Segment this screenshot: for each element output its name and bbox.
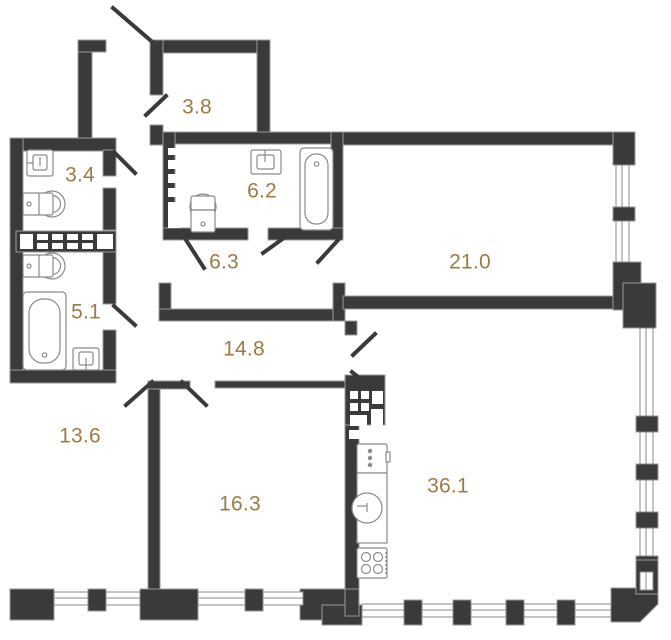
- bathtub-left-icon: [22, 291, 67, 371]
- wall-between-136-163: [147, 380, 161, 590]
- wall-pier-right-2: [635, 463, 659, 481]
- area-label-group: 3.8 3.4 6.2 6.3 5.1 14.8 21.0 13.6 16.3 …: [59, 96, 491, 516]
- wall-51-right-upper: [102, 251, 117, 305]
- area-label-bedroom-left: 13.6: [59, 425, 101, 448]
- window-right-6: [639, 527, 654, 557]
- wall-62-top: [162, 131, 344, 145]
- wall-bath-block-bottom: [9, 369, 117, 384]
- toilet-bath-main-icon: [189, 193, 217, 233]
- wall-163-top: [214, 380, 348, 389]
- wall-hallway-top: [158, 308, 346, 322]
- window-bottom-8: [523, 603, 558, 618]
- wall-38-right: [256, 39, 271, 133]
- wall-361-left-foot: [344, 588, 360, 617]
- wall-pier-bottom-6: [403, 599, 423, 626]
- window-bottom-9: [574, 603, 612, 618]
- door-bedroom-210: [350, 331, 378, 358]
- area-label-living-kitchen: 36.1: [427, 475, 469, 498]
- wall-pier-right-3: [635, 511, 659, 529]
- wall-210-bottom: [342, 295, 624, 310]
- kitchen-cabinets-icon: [349, 391, 384, 439]
- window-right-7: [639, 571, 654, 591]
- window-group: [53, 164, 654, 618]
- cooktop-icon: [356, 547, 388, 579]
- wall-entry-left: [77, 39, 93, 141]
- door-group: [110, 5, 378, 408]
- closet-shelves-icon: [20, 234, 113, 249]
- window-right-5: [639, 479, 654, 513]
- door-bath-62: [260, 232, 291, 256]
- window-right-1: [615, 164, 630, 208]
- wall-pier-bottom-1: [9, 588, 55, 621]
- wall-bath-block-top: [9, 137, 117, 152]
- wall-entry-left-cap: [77, 39, 107, 53]
- wall-210-top: [342, 131, 636, 146]
- bathtub-main-icon: [299, 147, 334, 231]
- wall-38-left-lower: [149, 124, 164, 146]
- toilet-bath-small-icon: [22, 190, 66, 218]
- area-label-bedroom-middle: 16.3: [219, 493, 261, 516]
- area-label-hallway: 14.8: [223, 338, 265, 361]
- wall-38-top: [149, 39, 271, 54]
- kitchen-sink-icon: [351, 472, 388, 544]
- wall-38-left-upper: [149, 39, 164, 96]
- wall-pier-bottom-4: [244, 588, 264, 612]
- window-bottom-5: [361, 603, 405, 618]
- area-label-entry-hall: 3.8: [182, 96, 212, 119]
- wall-34-right-upper: [102, 149, 117, 177]
- window-bottom-2: [105, 591, 141, 606]
- area-label-bathroom-tub: 5.1: [71, 301, 101, 324]
- door-entrance-main: [110, 5, 160, 49]
- window-bottom-3: [197, 591, 246, 606]
- wall-pier-bottom-9: [556, 599, 576, 626]
- window-bottom-4: [262, 591, 304, 606]
- window-bottom-1: [53, 591, 89, 606]
- wall-34-right-lower: [102, 187, 117, 231]
- door-bedroom-163: [179, 379, 209, 408]
- door-bath-51: [111, 303, 138, 328]
- door-bath-34: [111, 149, 138, 176]
- area-label-bathroom-small: 3.4: [65, 164, 95, 187]
- wall-pier-right-balcony-b: [622, 282, 657, 329]
- sink-bath-main-icon: [250, 149, 282, 175]
- window-right-2: [615, 220, 630, 263]
- door-bedroom-136: [123, 379, 155, 408]
- wall-left-outer-upper: [9, 137, 24, 384]
- window-bottom-7: [470, 603, 507, 618]
- area-label-bathroom-main: 6.2: [247, 180, 277, 203]
- vent-shaft-icon: [168, 148, 180, 228]
- wall-pier-bottom-2: [87, 588, 107, 612]
- door-corridor-63-left: [183, 237, 207, 271]
- window-right-3: [639, 327, 654, 417]
- door-entry-38: [143, 93, 169, 118]
- sink-bath-tub-icon: [72, 347, 100, 371]
- door-corridor-63-right: [315, 235, 343, 265]
- fixture-group: [20, 147, 391, 579]
- refrigerator-icon: [356, 443, 391, 474]
- wall-hallway-door-jamb: [344, 320, 358, 336]
- wall-pier-bottom-8: [505, 599, 525, 626]
- window-right-4: [639, 431, 654, 465]
- window-bottom-6: [421, 603, 454, 618]
- wall-pier-right-mid: [612, 206, 636, 222]
- wall-pier-top-right: [612, 131, 636, 166]
- wall-pier-right-1: [635, 415, 659, 433]
- toilet-bath-tub-icon: [22, 252, 66, 280]
- area-label-bedroom-right: 21.0: [449, 251, 491, 274]
- wall-pier-bottom-3: [139, 588, 199, 621]
- area-label-corridor-upper: 6.3: [209, 251, 239, 274]
- sink-bath-small-icon: [26, 149, 54, 177]
- wall-pier-bottom-7: [452, 599, 472, 626]
- door-kitchen-361: [349, 369, 371, 388]
